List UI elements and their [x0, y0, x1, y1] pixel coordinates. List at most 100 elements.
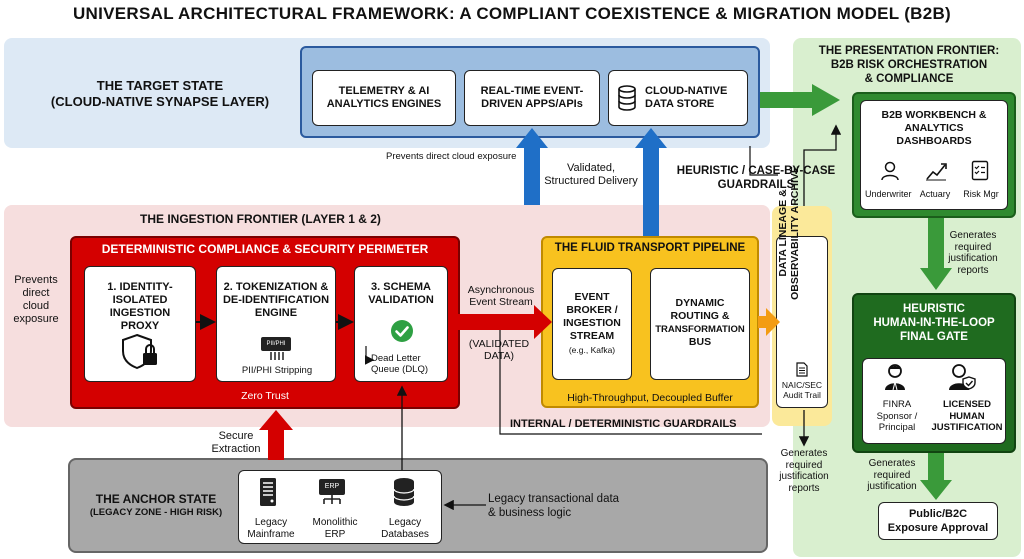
audit-trail-caption: NAIC/SEC Audit Trail [776, 380, 828, 400]
anchor-label-line2: (LEGACY ZONE - HIGH RISK) [89, 507, 223, 518]
gen-mid-line4: reports [788, 482, 820, 494]
erp-line1: Monolithic [312, 517, 358, 528]
event-broker-label: EVENT BROKER / INGESTION STREAM [553, 291, 631, 343]
fluid-title: THE FLUID TRANSPORT PIPELINE [554, 242, 746, 254]
mainframe-line1: Legacy [254, 517, 288, 528]
target-state-label-line2: (CLOUD-NATIVE SYNAPSE LAYER) [50, 94, 270, 109]
zero-trust-label: Zero Trust [241, 390, 289, 402]
fluid-caption: High-Throughput, Decoupled Buffer [567, 392, 733, 404]
finra-line2: Sponsor / [876, 410, 918, 422]
pii-stripping-caption: PII/PHI Stripping [241, 365, 313, 376]
secure-line1: Secure [218, 430, 254, 442]
legacy-data-note: Legacy transactional data & business log… [488, 492, 619, 520]
dlq-line1: Dead Letter [371, 353, 421, 364]
workbench-label: B2B WORKBENCH & ANALYTICS DASHBOARDS [861, 109, 1007, 148]
check-circle-icon [391, 320, 413, 342]
finra-line3: Principal [878, 422, 916, 433]
mainframe-icon [260, 478, 276, 506]
prevents-left-line4: exposure [13, 313, 59, 325]
cloud-data-store-box: CLOUD-NATIVE DATA STORE [608, 70, 748, 126]
finra-line1: FINRA [882, 399, 912, 410]
anchor-label-line1: THE ANCHOR STATE [95, 492, 217, 506]
secure-line2: Extraction [211, 443, 261, 455]
prevents-left-line1: Prevents [14, 274, 58, 286]
cloud-data-store-label: CLOUD-NATIVE DATA STORE [645, 85, 728, 110]
dlq-caption: Dead Letter Queue (DLQ) [371, 353, 428, 375]
final-gate-box: FINRA Sponsor / Principal LICENSED HUMAN… [862, 358, 1006, 444]
identity-proxy-label: 1. IDENTITY-ISOLATED INGESTION PROXY [107, 281, 173, 332]
validated-data-label: (VALIDATED DATA) [462, 338, 536, 362]
gen-right-line2: required [954, 241, 992, 253]
gen-bottom-line3: justification [867, 481, 917, 492]
schema-line2: VALIDATION [368, 294, 434, 306]
licensed-person-icon [949, 364, 976, 390]
underwriter-icon [881, 161, 899, 181]
databases-line1: Legacy [388, 517, 422, 528]
schema-validation-label: 3. SCHEMA VALIDATION [355, 281, 447, 307]
tokenization-line1: 2. TOKENIZATION & [223, 281, 329, 293]
routing-line2: ROUTING & [670, 310, 730, 322]
kafka-caption: (e.g., Kafka) [568, 345, 616, 355]
broker-line2: BROKER / [566, 304, 618, 316]
validated-delivery-note: Validated, Structured Delivery [536, 162, 646, 188]
audit-line1: NAIC/SEC [781, 380, 823, 390]
actuary-chart-icon [926, 163, 947, 181]
prevents-left-note: Prevents direct cloud exposure [6, 274, 66, 326]
presentation-title-line1: THE PRESENTATION FRONTIER: [818, 45, 1000, 57]
gen-bottom-line2: required [873, 469, 911, 481]
public-line1: Public/B2C [908, 508, 968, 520]
workbench-box: B2B WORKBENCH & ANALYTICS DASHBOARDS Und… [860, 100, 1008, 210]
lineage-archive-box [776, 236, 828, 408]
validated-line1: Validated, [566, 162, 616, 174]
internal-guardrails-label: INTERNAL / DETERMINISTIC GUARDRAILS [510, 418, 737, 430]
heuristic-line1: HEURISTIC / CASE-BY-CASE [676, 165, 836, 177]
lineage-title: DATA LINEAGE & OBSERVABILITY ARCHIVE [777, 166, 801, 300]
workbench-line1: B2B WORKBENCH & [881, 109, 987, 121]
target-state-label: THE TARGET STATE (CLOUD-NATIVE SYNAPSE L… [40, 78, 280, 110]
licensed-line3: JUSTIFICATION [931, 422, 1003, 433]
erp-line2: ERP [324, 529, 346, 540]
routing-bus-box: DYNAMIC ROUTING & TRANSFORMATION BUS [650, 268, 750, 380]
workbench-line3: DASHBOARDS [896, 135, 972, 147]
presentation-title: THE PRESENTATION FRONTIER: B2B RISK ORCH… [800, 44, 1018, 86]
prevents-cloud-exposure-note: Prevents direct cloud exposure [386, 151, 517, 162]
audit-line2: Audit Trail [783, 390, 821, 400]
gen-right-line1: Generates [949, 230, 997, 241]
databases-line2: Databases [381, 529, 429, 540]
async-stream-label: Asynchronous Event Stream [458, 284, 544, 308]
gate-line3: FINAL GATE [900, 331, 968, 343]
gate-line1: HEURISTIC [903, 303, 965, 315]
strip-lines-icon [270, 352, 284, 360]
workbench-line2: ANALYTICS [904, 122, 964, 134]
routing-line4: BUS [688, 336, 712, 348]
target-state-label-line1: THE TARGET STATE [96, 78, 224, 93]
heuristic-line2: GUARDRAILS [717, 179, 795, 191]
tokenization-line3: ENGINE [254, 307, 298, 319]
routing-bus-label: DYNAMIC ROUTING & TRANSFORMATION BUS [651, 297, 749, 349]
prevents-left-line3: cloud [22, 300, 50, 312]
legacy-mainframe-label: Legacy Mainframe [241, 517, 301, 541]
async-line2: Event Stream [469, 296, 533, 308]
routing-line1: DYNAMIC [675, 297, 725, 309]
gen-mid-line3: justification [779, 471, 829, 482]
anchor-state-label: THE ANCHOR STATE (LEGACY ZONE - HIGH RIS… [74, 492, 238, 520]
role-risk-mgr: Risk Mgr [963, 189, 999, 199]
checklist-icon [971, 160, 989, 181]
role-underwriter: Underwriter [865, 189, 912, 199]
gen-right-note: Generates required justification reports [938, 230, 1008, 276]
mainframe-line2: Mainframe [247, 529, 295, 540]
prevents-left-line2: direct [22, 287, 50, 299]
validated-data-line2: DATA) [484, 350, 514, 362]
legacy-database-icon [393, 478, 415, 506]
perimeter-title: DETERMINISTIC COMPLIANCE & SECURITY PERI… [101, 242, 429, 256]
tokenization-label: 2. TOKENIZATION & DE-IDENTIFICATION ENGI… [217, 281, 335, 320]
legacy-databases-label: Legacy Databases [373, 517, 437, 541]
database-icon [618, 85, 636, 111]
final-gate-title: HEURISTIC HUMAN-IN-THE-LOOP FINAL GATE [852, 302, 1016, 344]
licensed-justification-label: LICENSED HUMAN JUSTIFICATION [929, 399, 1005, 434]
validated-line2: Structured Delivery [544, 175, 638, 187]
gen-right-line4: reports [957, 264, 989, 276]
legacy-note-line1: Legacy transactional data [488, 493, 620, 505]
gen-bottom-line1: Generates [868, 458, 916, 469]
gen-mid-line2: required [785, 459, 823, 471]
